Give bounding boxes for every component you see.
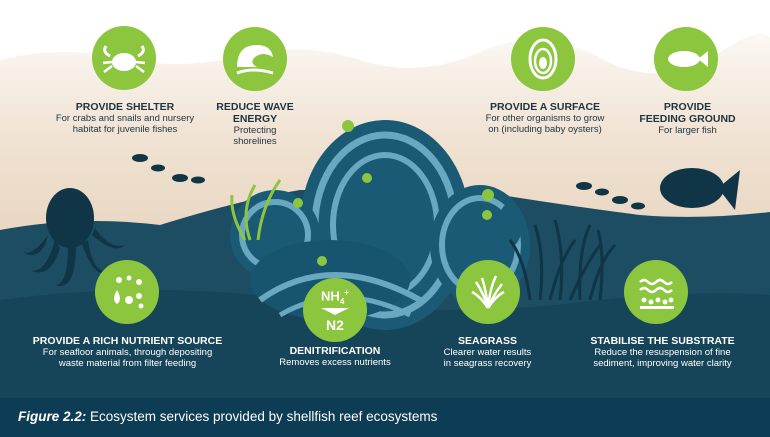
seagrass-circle <box>456 260 520 324</box>
kelp <box>230 179 282 241</box>
small-fish <box>132 154 645 210</box>
wave-title-line2: ENERGY <box>232 113 278 125</box>
surface-desc-line2: on (including baby oysters) <box>488 124 602 135</box>
wave-icon <box>236 45 274 75</box>
n2-label: N2 <box>326 316 344 333</box>
seagrass-title: SEAGRASS <box>458 335 517 347</box>
seagrass-bed <box>508 219 617 301</box>
octopus <box>20 188 125 286</box>
crab-icon <box>102 45 146 73</box>
service-denitrification: DENITRIFICATION Removes excess nutrients <box>255 345 415 368</box>
nutrient-drops-icon <box>114 275 144 309</box>
nutrient-desc-line1: For seafloor animals, through depositing <box>42 347 213 358</box>
service-feeding: PROVIDE FEEDING GROUND For larger fish <box>630 101 745 136</box>
large-fish <box>660 168 740 210</box>
feeding-desc-line1: For larger fish <box>658 125 717 136</box>
wave-desc-line1: Protecting <box>233 125 277 136</box>
service-nutrient: PROVIDE A RICH NUTRIENT SOURCE For seafl… <box>15 335 240 369</box>
seagrass-desc-line2: in seagrass recovery <box>443 358 532 369</box>
wave-desc-line2: shorelines <box>233 136 277 147</box>
service-surface: PROVIDE A SURFACE For other organisms to… <box>460 101 630 135</box>
denitrification-title: DENITRIFICATION <box>289 345 381 357</box>
shelter-desc-line2: habitat for juvenile fishes <box>72 124 178 135</box>
shelter-title: PROVIDE SHELTER <box>75 101 175 113</box>
snail-figures <box>293 198 327 266</box>
service-wave: REDUCE WAVE ENERGY Protecting shorelines <box>195 101 315 147</box>
substrate-desc-line1: Reduce the resuspension of fine <box>594 347 731 358</box>
shelter-desc-line1: For crabs and snails and nursery <box>55 113 195 124</box>
wave-title-line1: REDUCE WAVE <box>216 101 294 113</box>
shelter-circle <box>92 26 156 90</box>
feeding-circle <box>654 27 718 91</box>
wave-circle <box>223 27 287 91</box>
figure-label: Figure 2.2: <box>18 409 87 424</box>
substrate-desc-line2: sediment, improving water clarity <box>593 358 732 369</box>
nutrient-title: PROVIDE A RICH NUTRIENT SOURCE <box>32 335 223 347</box>
substrate-icon <box>639 278 674 309</box>
nutrient-circle <box>95 260 159 324</box>
crab-figures <box>342 120 494 220</box>
service-shelter: PROVIDE SHELTER For crabs and snails and… <box>30 101 220 135</box>
surface-desc-line1: For other organisms to grow <box>485 113 605 124</box>
surface-title: PROVIDE A SURFACE <box>489 101 601 113</box>
service-substrate: STABILISE THE SUBSTRATE Reduce the resus… <box>575 335 750 369</box>
feeding-title-line2: FEEDING GROUND <box>639 113 736 125</box>
fish-icon <box>668 51 708 67</box>
seagrass-icon <box>471 275 505 309</box>
nh4-label: NH4+ <box>321 288 349 306</box>
oyster-icon <box>528 38 558 80</box>
figure-caption-text: Ecosystem services provided by shellfish… <box>86 409 438 424</box>
seafloor <box>0 290 770 400</box>
seagrass-desc-line1: Clearer water results <box>443 347 532 358</box>
substrate-title: STABILISE THE SUBSTRATE <box>590 335 735 347</box>
feeding-title-line1: PROVIDE <box>663 101 712 113</box>
service-seagrass: SEAGRASS Clearer water results in seagra… <box>425 335 550 369</box>
denitrification-desc-line1: Removes excess nutrients <box>279 357 391 368</box>
surface-wave <box>0 0 770 73</box>
denitrification-circle: NH4+ N2 <box>303 278 367 342</box>
nutrient-desc-line2: waste material from filter feeding <box>58 358 197 369</box>
surface-circle <box>511 27 575 91</box>
arrow-down-icon <box>321 307 349 315</box>
figure-caption: Figure 2.2: Ecosystem services provided … <box>0 398 770 437</box>
substrate-circle <box>624 260 688 324</box>
